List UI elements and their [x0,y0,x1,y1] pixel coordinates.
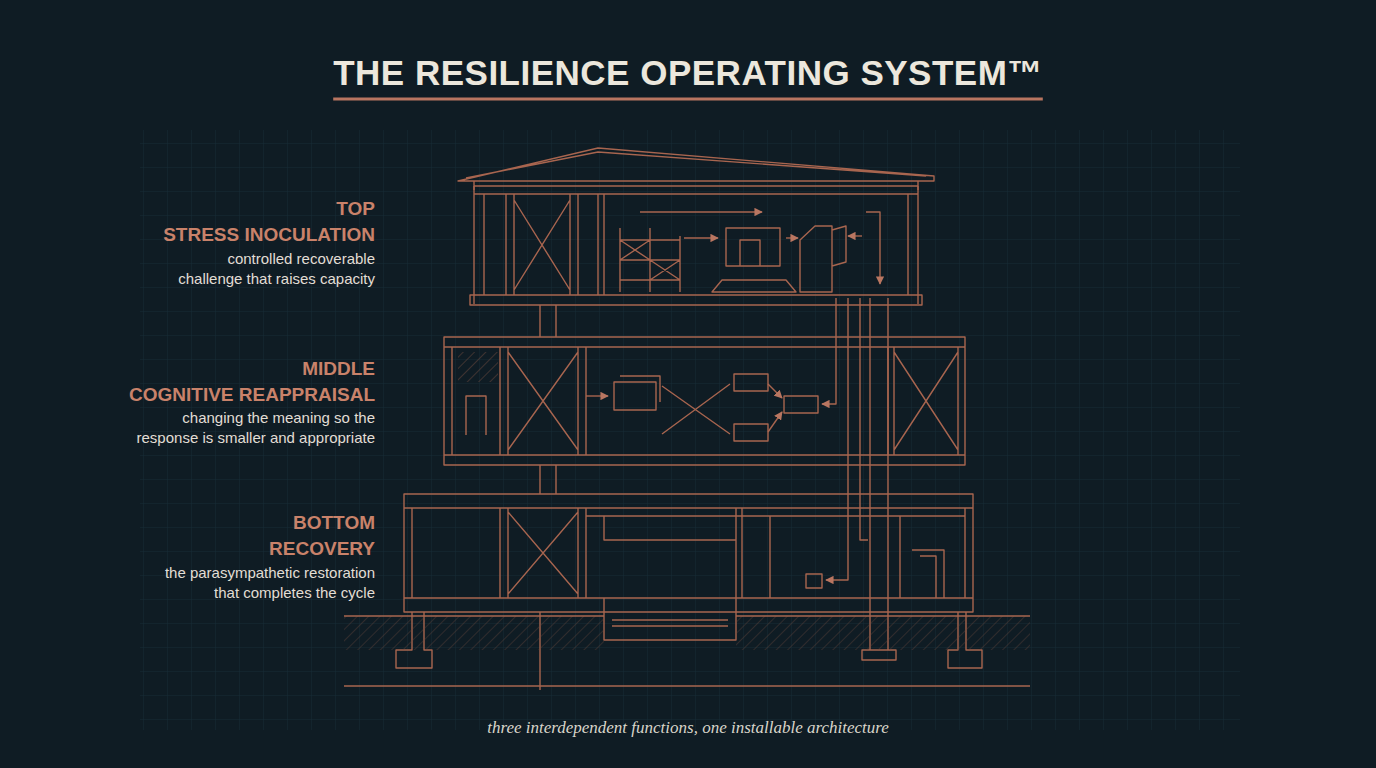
top-floor-arrows [866,212,880,284]
layer-heading: RECOVERY [75,538,375,560]
tier-label: MIDDLE [75,358,375,380]
middle-floor-arrows [768,384,782,398]
bottom-floor-frame [404,494,973,612]
middle-floor-frame [444,337,965,465]
title-underline [333,98,1043,101]
ground-hatch [344,616,604,650]
top-floor-machinery [620,226,846,292]
top-floor-frame [470,186,922,305]
roof-outline [458,148,934,190]
top-floor-arrows [786,237,798,238]
middle-floor-diagram [614,374,818,441]
layer-description: changing the meaning so the response is … [120,408,375,448]
layer-heading: COGNITIVE REAPPRAISAL [75,384,375,406]
layer-description: controlled recoverable challenge that ra… [135,249,375,289]
ground-hatch [736,616,1030,650]
top-floor-arrows [848,235,862,236]
tier-label: TOP [75,198,375,220]
foundation-pit [604,598,736,640]
top-floor-arrows [684,237,718,238]
service-pipes [826,298,848,580]
layer-heading: STRESS INOCULATION [75,224,375,246]
layer-description: the parasympathetic restoration that com… [135,563,375,603]
diagram-caption: three interdependent functions, one inst… [0,716,1376,740]
top-floor-arrows [640,211,762,212]
ground-line [344,616,1030,686]
service-pipes [822,298,836,404]
diagram-title: THE RESILIENCE OPERATING SYSTEM™ [333,50,1043,96]
tier-label: BOTTOM [75,512,375,534]
middle-floor-arrows [586,395,608,396]
service-duct [860,298,896,660]
middle-floor-arrows [768,412,782,432]
wall-hatch [458,352,498,382]
